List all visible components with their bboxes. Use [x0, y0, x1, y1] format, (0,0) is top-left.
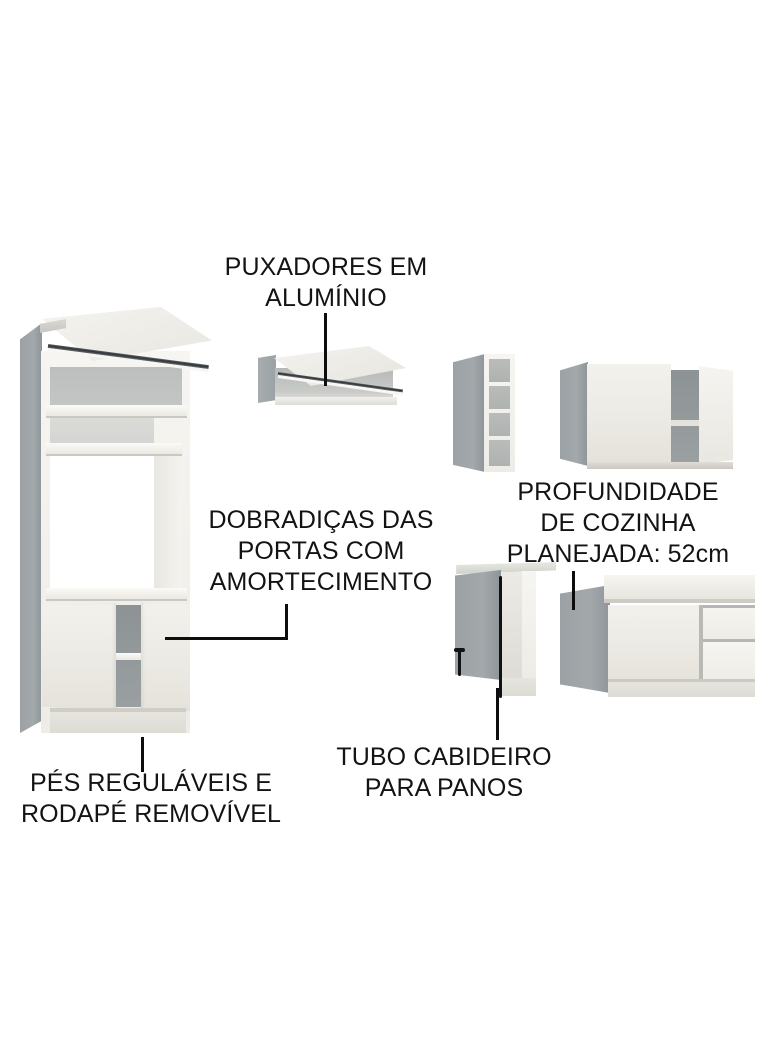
- tall-cabinet-open-bay-right-wall: [154, 456, 182, 588]
- wall-cabinet-two-door: [560, 362, 735, 470]
- shelf-unit-compartment-2: [489, 386, 510, 409]
- base-cabinet-towel-interior: [501, 572, 523, 678]
- tall-cabinet-shelf-1-edge: [46, 416, 187, 418]
- wall-cabinet-right-door[interactable]: [699, 366, 733, 464]
- base-cabinet-countertop-edge: [604, 599, 755, 603]
- leader-line-pes: [141, 737, 144, 772]
- annotation-profundidade: PROFUNDIDADE DE COZINHA PLANEJADA: 52cm: [506, 478, 730, 568]
- shelf-unit-compartment-4: [489, 440, 510, 466]
- base-cabinet-towel-toe-kick: [501, 678, 536, 696]
- tall-cabinet-shelf-3: [46, 588, 187, 600]
- annotation-dobradicas: DOBRADIÇAS DAS PORTAS COM AMORTECIMENTO: [208, 506, 434, 596]
- wall-cabinet-two-door-bottom: [587, 462, 733, 469]
- base-cabinet-toe-kick: [608, 681, 755, 697]
- tall-cabinet-shelf-3-edge: [46, 599, 187, 601]
- tall-cabinet-toe-kick: [50, 711, 186, 733]
- leader-line-dobradicas-horizontal: [165, 637, 288, 640]
- base-cabinet-side-panel-depth: [560, 585, 610, 693]
- base-cabinet-drawer-top[interactable]: [703, 605, 755, 639]
- shelf-unit-side-panel: [453, 354, 485, 472]
- base-cabinet-towel-right-panel: [522, 571, 536, 679]
- towel-rail-tube: [499, 576, 502, 698]
- wall-cabinet-two-door-interior: [670, 370, 702, 462]
- leader-line-puxadores: [324, 313, 327, 386]
- shelf-unit: [453, 354, 515, 472]
- base-cabinet-drawer-top-handle: [703, 605, 755, 608]
- leader-line-profundidade: [572, 571, 575, 610]
- shelf-unit-compartment-1: [489, 359, 510, 382]
- base-cabinet-drawer-bottom[interactable]: [703, 641, 755, 681]
- tall-cabinet-interior-shelf: [115, 653, 141, 660]
- base-cabinet-towel: [452, 562, 556, 698]
- tall-cabinet-toe-kick-shadow: [50, 708, 186, 712]
- tall-cabinet-shelf-2-edge: [46, 454, 182, 456]
- tall-cabinet-right-door[interactable]: [141, 602, 190, 712]
- shelf-unit-compartment-3: [489, 413, 510, 436]
- annotation-puxadores: PUXADORES EM ALUMÍNIO: [224, 253, 428, 312]
- base-cabinet-drawer-bottom-handle: [703, 639, 755, 642]
- annotation-tubo: TUBO CABIDEIRO PARA PANOS: [336, 743, 552, 802]
- tall-cabinet-open-bay: [50, 456, 154, 588]
- base-cabinet-towel-open-door[interactable]: [455, 570, 501, 680]
- towel-rail-foot-base: [454, 648, 465, 652]
- wall-cabinet-left-door[interactable]: [587, 364, 671, 463]
- leader-line-tubo: [496, 688, 499, 740]
- base-cabinet-drawers: [560, 575, 755, 697]
- base-cabinet-countertop: [604, 575, 755, 601]
- tall-cabinet-niche-2: [50, 418, 154, 443]
- leader-line-dobradicas-vertical: [285, 604, 288, 640]
- base-cabinet-door[interactable]: [608, 605, 700, 681]
- wall-cabinet-flip-bottom: [275, 397, 397, 405]
- tall-cabinet-shelf-1: [46, 405, 187, 417]
- tall-cabinet-upper-niche: [50, 367, 182, 405]
- wall-cabinet-two-door-side-panel: [560, 362, 588, 466]
- tall-cabinet: [20, 305, 212, 740]
- towel-rail-foot: [458, 650, 461, 676]
- base-cabinet-toe-kick-shadow: [608, 679, 755, 682]
- wall-cabinet-flip-side-panel: [258, 355, 276, 403]
- base-cabinet-door-gap: [699, 605, 703, 681]
- annotation-pes: PÉS REGULÁVEIS E RODAPÉ REMOVÍVEL: [21, 769, 281, 828]
- wall-cabinet-flip: [258, 346, 406, 410]
- tall-cabinet-left-side-panel: [20, 323, 42, 733]
- tall-cabinet-shelf-2: [46, 443, 182, 455]
- wall-cabinet-two-door-interior-shelf: [670, 420, 702, 426]
- tall-cabinet-left-door[interactable]: [42, 603, 116, 711]
